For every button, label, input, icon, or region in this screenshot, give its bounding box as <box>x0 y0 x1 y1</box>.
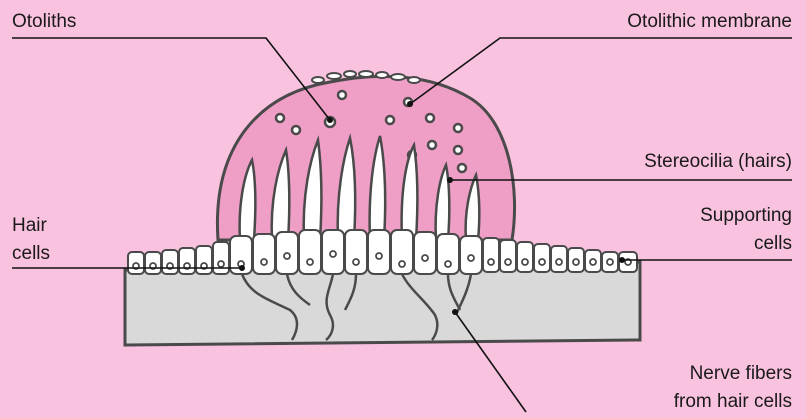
hair-cells-label-line2: cells <box>12 242 50 266</box>
supporting-cells-label-line1: Supporting <box>700 204 792 228</box>
otolithic-membrane-leader <box>410 38 792 104</box>
stereocilia-label: Stereocilia (hairs) <box>644 150 792 174</box>
otoliths-label: Otoliths <box>12 10 76 34</box>
hair-cells-label-line1: Hair <box>12 214 47 238</box>
nerve-fibers-label-line1: Nerve fibers <box>690 362 792 386</box>
supporting-cells-label-line2: cells <box>754 232 792 256</box>
nerve-fibers-label-line2: from hair cells <box>674 390 792 414</box>
otolithic-membrane-label: Otolithic membrane <box>627 10 792 34</box>
